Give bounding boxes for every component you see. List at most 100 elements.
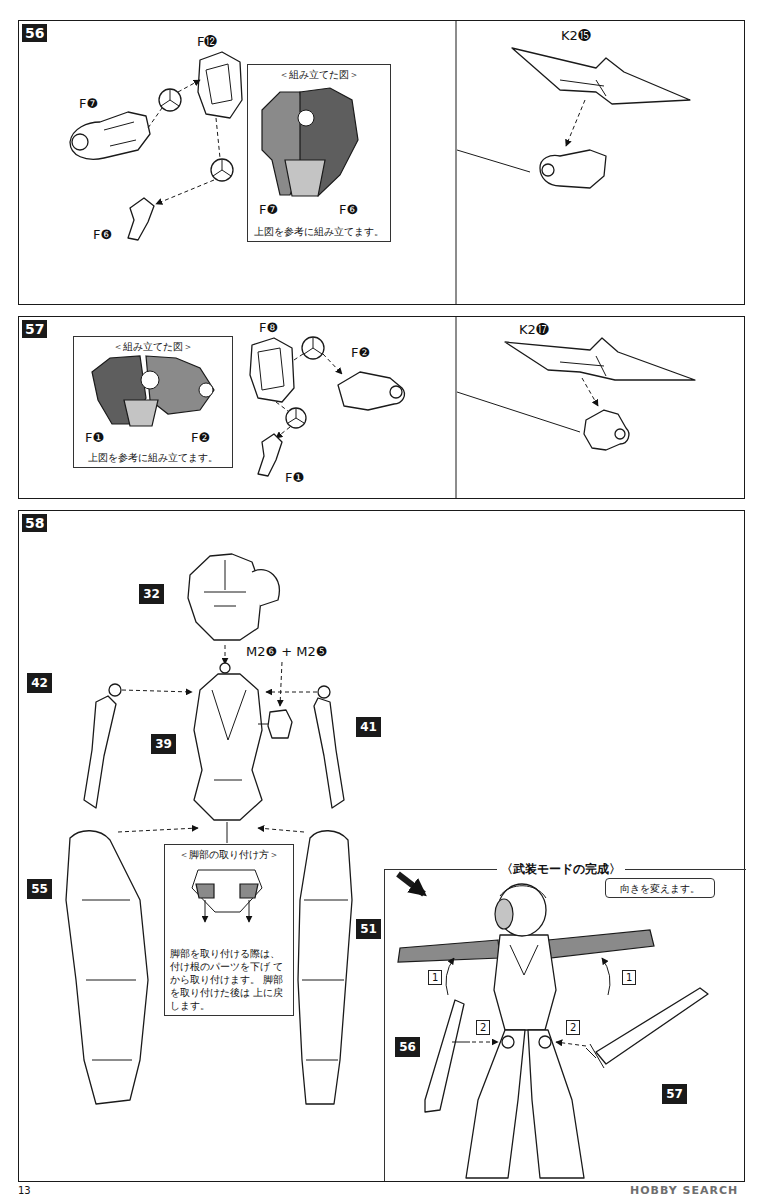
completed-figure <box>510 945 538 975</box>
step-panel: 58324239415551＜脚部の取り付け方＞脚部を取り付ける際は、 付け根の… <box>18 510 745 1182</box>
figure-drawing <box>204 560 246 606</box>
part-drawing <box>304 337 322 354</box>
part-drawing <box>323 354 342 374</box>
part-drawing <box>542 164 554 176</box>
note-bubble: 向きを変えます。 <box>605 878 715 898</box>
part-drawing <box>70 112 150 159</box>
part-drawing <box>505 338 695 380</box>
figure-drawing <box>220 663 230 673</box>
callout-number: 51 <box>360 922 377 936</box>
part-callout: 56 <box>395 1037 420 1057</box>
part-callout: 57 <box>662 1084 687 1104</box>
part-drawing <box>216 118 220 158</box>
figure-drawing <box>258 828 304 832</box>
figure-drawing <box>252 570 279 606</box>
box-note: 上図を参考に組み立てます。 <box>254 225 384 238</box>
box-heading: ＜脚部の取り付け方＞ <box>179 848 279 861</box>
figure-drawing <box>240 884 258 898</box>
part-drawing <box>582 378 598 406</box>
completed-figure <box>602 958 610 995</box>
part-number: F❼ <box>78 96 99 111</box>
callout-number: 55 <box>31 882 48 896</box>
part-drawing <box>584 410 629 450</box>
part-drawing <box>156 180 214 204</box>
part-drawing <box>199 383 213 397</box>
panel-divider <box>456 317 457 498</box>
part-drawing <box>276 427 290 438</box>
figure-drawing <box>188 554 262 640</box>
part-drawing <box>276 402 288 411</box>
part-drawing <box>178 80 200 92</box>
part-drawing <box>250 338 294 402</box>
box-heading: ＜組み立てた図＞ <box>113 340 193 353</box>
completed-figure <box>502 1036 514 1048</box>
figure-drawing <box>196 884 214 898</box>
box-heading: ＜組み立てた図＞ <box>279 68 359 81</box>
completed-figure <box>452 1042 470 1043</box>
completed-figure <box>398 874 708 1178</box>
part-callout: 55 <box>27 879 52 899</box>
figure-drawing <box>122 690 192 692</box>
part-number: F❷ <box>350 345 371 360</box>
completed-figure <box>494 935 556 1030</box>
part-number: F❶ <box>84 430 105 445</box>
figure-drawing <box>268 710 292 738</box>
callout-number: 56 <box>399 1040 416 1054</box>
panel-divider <box>456 21 457 304</box>
part-drawing <box>294 354 303 360</box>
completed-figure <box>446 958 454 995</box>
completed-figure <box>466 1030 525 1178</box>
step-panel: 56＜組み立てた図＞上図を参考に組み立てます。 <box>18 20 745 305</box>
callout-number: 32 <box>143 587 160 601</box>
part-number: F❼ <box>258 202 279 217</box>
part-drawing <box>258 348 284 390</box>
step-panel: 57＜組み立てた図＞上図を参考に組み立てます。 <box>18 316 745 499</box>
watermark: HOBBY SEARCH <box>630 1184 738 1197</box>
part-drawing <box>512 48 690 104</box>
part-drawing <box>141 371 159 389</box>
part-number: F❷ <box>190 430 211 445</box>
completed-figure <box>495 899 513 929</box>
completed-figure <box>398 940 500 962</box>
figure-drawing <box>249 900 250 922</box>
part-drawing <box>72 134 88 150</box>
part-drawing <box>615 429 625 439</box>
part-number: M2❻ + M2❺ <box>245 644 328 659</box>
order-number: 2 <box>566 1020 580 1035</box>
figure-drawing <box>318 686 330 698</box>
figure-drawing <box>266 692 317 693</box>
panel-divider <box>457 392 580 432</box>
part-drawing <box>159 89 181 111</box>
part-number: F❻ <box>338 202 359 217</box>
part-callout: 32 <box>139 584 164 604</box>
completed-figure <box>556 1042 586 1046</box>
callout-number: 41 <box>360 720 377 734</box>
figure-drawing <box>109 684 121 696</box>
part-drawing <box>124 400 158 426</box>
order-number: 2 <box>476 1020 490 1035</box>
step-number: 57 <box>22 320 47 338</box>
part-drawing <box>338 372 404 410</box>
part-drawing <box>161 89 179 106</box>
completion-heading: 〈武装モードの完成〉 <box>497 861 625 877</box>
figure-drawing <box>118 828 198 832</box>
part-callout: 41 <box>356 717 381 737</box>
part-drawing <box>148 108 162 128</box>
completed-figure <box>472 1042 498 1043</box>
figure-drawing <box>82 900 136 1060</box>
part-number: F❽ <box>258 320 279 335</box>
part-drawing <box>198 52 242 118</box>
completed-figure <box>398 874 424 894</box>
step-number: 58 <box>22 514 47 532</box>
completed-figure <box>548 930 654 958</box>
callout-number: 42 <box>31 676 48 690</box>
figure-drawing <box>298 831 352 1104</box>
part-drawing <box>298 110 314 126</box>
part-drawing <box>258 434 282 476</box>
part-drawing <box>206 64 232 104</box>
figure-drawing <box>225 645 226 664</box>
part-drawing <box>390 386 402 398</box>
box-note: 脚部を取り付ける際は、 付け根のパーツを下げ てから取り付けます。 脚部を取り付… <box>170 947 288 1012</box>
order-number: 1 <box>428 970 442 985</box>
